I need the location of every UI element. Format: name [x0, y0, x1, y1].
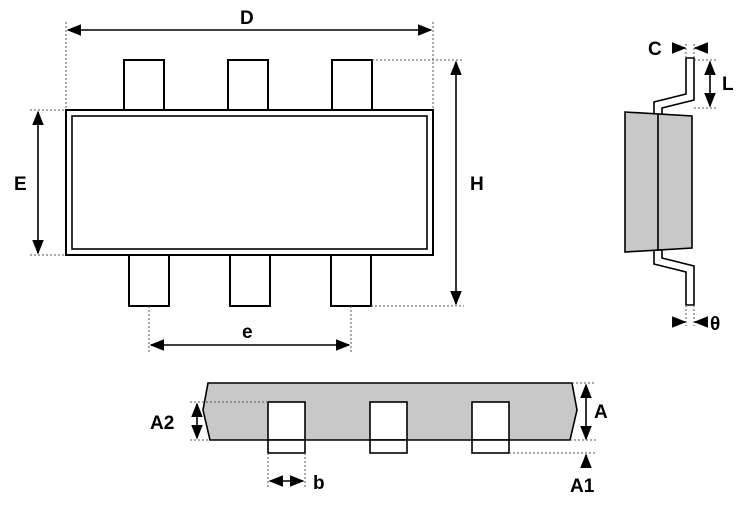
label-A1: A1 [570, 476, 595, 497]
label-D: D [240, 8, 254, 29]
label-L: L [722, 74, 734, 95]
label-E: E [14, 174, 27, 195]
top-view: D E H e [14, 8, 484, 352]
label-H: H [470, 174, 484, 195]
label-b: b [313, 473, 325, 494]
front-lead-2 [369, 401, 408, 454]
package-body-outer [65, 109, 434, 256]
label-C: C [648, 39, 662, 60]
label-theta: θ [710, 314, 720, 335]
top-pin-1 [123, 59, 165, 113]
label-A: A [594, 402, 608, 423]
front-view: A2 A A1 b [150, 382, 608, 497]
top-pin-2 [227, 59, 269, 113]
side-view: C L θ [624, 39, 734, 335]
bottom-pin-1 [128, 251, 170, 307]
label-A2: A2 [150, 413, 174, 434]
top-pin-3 [331, 59, 373, 113]
bottom-pin-2 [229, 251, 271, 307]
front-lead-3 [471, 401, 510, 454]
side-lead-top [653, 57, 695, 119]
front-lead-1 [267, 401, 306, 454]
package-body-inner [71, 115, 428, 250]
side-lead-bottom [653, 249, 695, 306]
label-e: e [242, 322, 253, 343]
bottom-pin-3 [330, 251, 372, 307]
